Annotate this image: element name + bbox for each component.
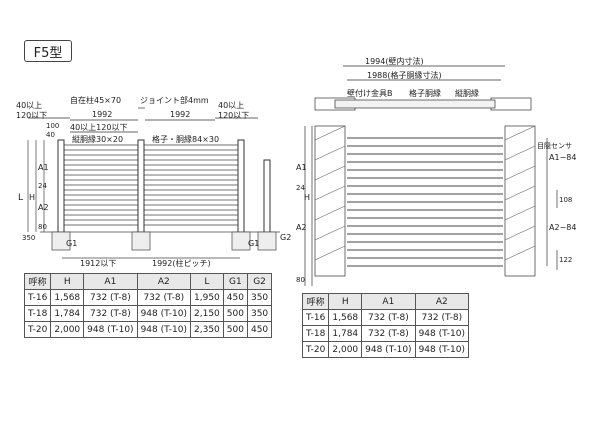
- cell: 732 (T-8): [83, 305, 138, 322]
- d350-label: 350: [22, 234, 35, 242]
- header-cell: G1: [222, 273, 248, 290]
- gap120-left-label: 120以下: [16, 111, 47, 120]
- cell: 2,000: [50, 321, 85, 338]
- bottom-right-dim: 1992(柱ピッチ): [152, 258, 211, 268]
- cell: 948 (T-10): [414, 325, 470, 342]
- cell: 2,150: [190, 305, 224, 322]
- table-row: T-20 2,000 948 (T-10) 948 (T-10): [301, 341, 470, 358]
- cell: 948 (T-10): [136, 305, 192, 322]
- detail-A1-label: A1: [296, 163, 307, 172]
- header-cell: H: [328, 293, 363, 310]
- A2-label: A2: [38, 203, 49, 212]
- cell: 948 (T-10): [83, 321, 138, 338]
- kabe-kanagu-label: 壁付け金具B: [347, 88, 393, 98]
- width-1992b-label: 1992: [170, 110, 190, 119]
- spec-table-right: 呼称 H A1 A2 T-16 1,568 732 (T-8) 732 (T-8…: [301, 293, 470, 358]
- cell: 500: [222, 321, 248, 338]
- cell: 948 (T-10): [414, 341, 470, 358]
- cell: T-18: [23, 305, 52, 322]
- cell: 948 (T-10): [361, 341, 416, 358]
- model-title: F5型: [24, 40, 72, 62]
- dim100-label: 100: [46, 122, 59, 130]
- detail-H-label: H: [304, 193, 310, 202]
- table-row: T-18 1,784 732 (T-8) 948 (T-10) 2,150 50…: [23, 305, 273, 322]
- tate-label: 縦胴縁: [455, 88, 479, 98]
- G1-right-label: G1: [248, 239, 259, 248]
- header-cell: A1: [83, 273, 138, 290]
- header-cell: 呼称: [23, 273, 52, 290]
- w1994-label: 1994(壁内寸法): [365, 56, 424, 66]
- cell: 1,568: [50, 289, 85, 306]
- table-header-row: 呼称 H A1 A2: [301, 293, 470, 310]
- cell: 732 (T-8): [83, 289, 138, 306]
- cell: 500: [222, 305, 248, 322]
- cell: 2,350: [190, 321, 224, 338]
- cell: 350: [246, 305, 273, 322]
- koshi-dobuchi-label: 格子・胴縁84×30: [152, 134, 219, 144]
- d122-label: 122: [559, 256, 572, 264]
- A1-84-label: A1−84: [549, 153, 576, 162]
- cell: 1,950: [190, 289, 224, 306]
- gap40-left-label: 40以上: [16, 101, 42, 110]
- detail-A2-label: A2: [296, 223, 307, 232]
- H-label: H: [29, 193, 35, 202]
- cell: T-16: [23, 289, 52, 306]
- header-cell: A2: [136, 273, 192, 290]
- cell: 732 (T-8): [414, 309, 470, 326]
- cell: 1,784: [328, 325, 363, 342]
- d80-label: 80: [38, 223, 47, 231]
- cell: T-20: [301, 341, 330, 358]
- table-row: T-16 1,568 732 (T-8) 732 (T-8): [301, 309, 470, 326]
- tate-dobuchi-label: 縦胴縁30×20: [72, 134, 123, 144]
- table-row: T-20 2,000 948 (T-10) 948 (T-10) 2,350 5…: [23, 321, 273, 338]
- table-row: T-18 1,784 732 (T-8) 948 (T-10): [301, 325, 470, 342]
- d24-label: 24: [38, 182, 47, 190]
- detail-d24-label: 24: [296, 184, 305, 192]
- sensor-label: 目隠センサ: [537, 141, 572, 150]
- header-cell: H: [50, 273, 85, 290]
- detail-d80-label: 80: [296, 276, 305, 284]
- G2-label: G2: [280, 233, 291, 242]
- A2-84-label: A2−84: [549, 223, 576, 232]
- cell: T-16: [301, 309, 330, 326]
- pillar-label: 自在柱45×70: [70, 95, 121, 105]
- cell: T-20: [23, 321, 52, 338]
- gap-mid-label: 40以上120以下: [70, 123, 127, 132]
- gap40-right-label: 40以上: [218, 101, 244, 110]
- cell: 2,000: [328, 341, 363, 358]
- cell: 948 (T-10): [136, 321, 192, 338]
- cell: 732 (T-8): [361, 325, 416, 342]
- joint-label: ジョイント部4mm: [140, 95, 209, 105]
- L-label: L: [18, 193, 23, 203]
- front-elevation-drawing: 40以上 120以下 自在柱45×70 ジョイント部4mm 1992 1992 …: [16, 95, 291, 268]
- cell: T-18: [301, 325, 330, 342]
- cell: 350: [246, 289, 273, 306]
- header-cell: 呼称: [301, 293, 330, 310]
- A1-label: A1: [38, 163, 49, 172]
- bottom-left-dim: 1912以下: [80, 259, 116, 268]
- dim40-label: 40: [46, 131, 55, 139]
- koshi-label: 格子胴縁: [409, 88, 441, 98]
- cell: 1,568: [328, 309, 363, 326]
- w1988-label: 1988(格子胴縁寸法): [367, 70, 442, 80]
- cell: 732 (T-8): [136, 289, 192, 306]
- width-1992a-label: 1992: [92, 110, 112, 119]
- cell: 1,784: [50, 305, 85, 322]
- cell: 732 (T-8): [361, 309, 416, 326]
- header-cell: L: [190, 273, 224, 290]
- cell: 450: [246, 321, 273, 338]
- spec-table-left: 呼称 H A1 A2 L G1 G2 T-16 1,568 732 (T-8) …: [23, 273, 273, 338]
- table-row: T-16 1,568 732 (T-8) 732 (T-8) 1,950 450…: [23, 289, 273, 306]
- table-header-row: 呼称 H A1 A2 L G1 G2: [23, 273, 273, 290]
- gap120-right-label: 120以下: [218, 111, 249, 120]
- detail-elevation-drawing: 1994(壁内寸法) 1988(格子胴縁寸法) 壁付け金具B 格子胴縁 縦胴縁 …: [296, 56, 576, 286]
- header-cell: A1: [361, 293, 416, 310]
- d108-label: 108: [559, 196, 572, 204]
- header-cell: A2: [414, 293, 470, 310]
- header-cell: G2: [246, 273, 273, 290]
- G1-label: G1: [66, 239, 77, 248]
- cell: 450: [222, 289, 248, 306]
